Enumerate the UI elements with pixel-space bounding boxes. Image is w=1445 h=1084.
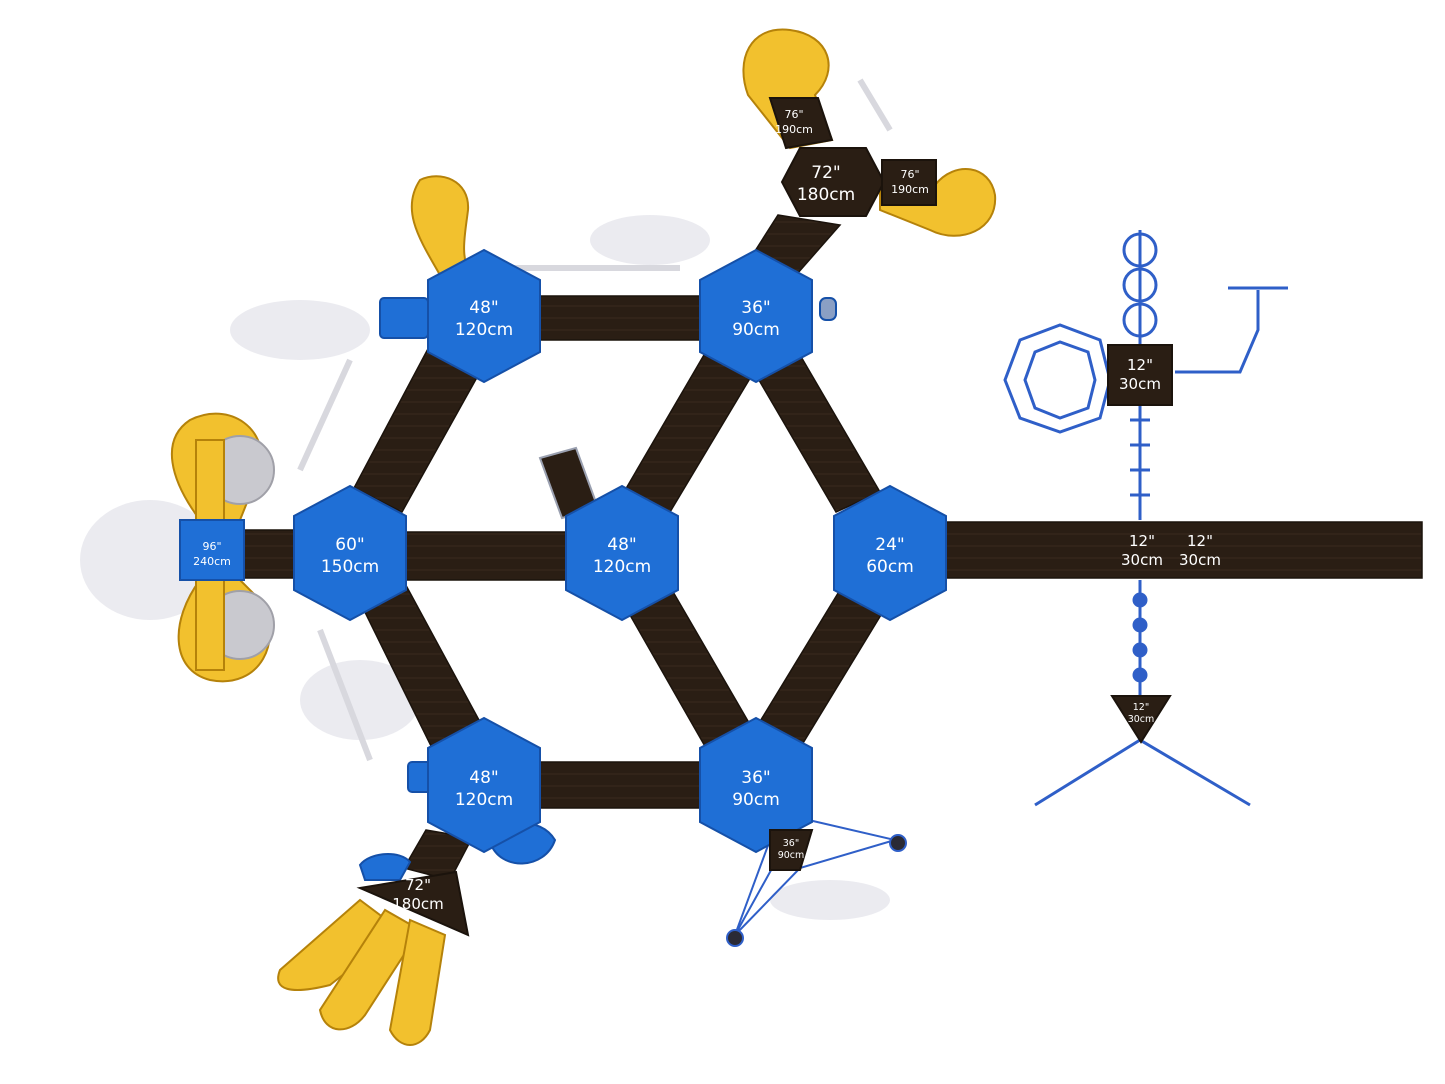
square-right-label-cm: 30cm [1119,375,1161,393]
tower-bottom-label-cm: 180cm [392,895,444,913]
deck-bottom-right-label-cm: 90cm [732,790,780,810]
deck-right-label-cm: 60cm [866,557,914,577]
deck-bottom-right-label-in: 36" [741,768,770,788]
slide-top-b-label-in: 76" [900,168,919,181]
walkway-diag-rbr [754,589,886,749]
deck-bottom-left-label-in: 48" [469,768,498,788]
frame-right [1003,230,1288,807]
slide-top-b-label-cm: 190cm [891,183,929,196]
deck-center-label-in: 48" [607,535,636,555]
deck-top-left-shape [427,248,541,384]
hex-decks [293,248,947,854]
deck-top-right-label-in: 36" [741,298,770,318]
walk-right-a-label-cm: 30cm [1121,551,1163,569]
walkway-right-long [944,521,1423,579]
slide-top-a-label-cm: 190cm [775,123,813,136]
slide-top-a-label-in: 76" [784,108,803,121]
walkway-diag-trc [622,354,754,513]
square-right-label-in: 12" [1127,356,1153,374]
walkway-diag-cbr [624,589,754,749]
slide-top-a-plat [768,97,834,150]
deck-top-right-label-cm: 90cm [732,320,780,340]
deck-right-shape [833,484,947,622]
walk-right-b-label-in: 12" [1187,532,1213,550]
slide-top-left [410,175,472,276]
tower-top-shape [780,147,886,217]
deck-left-label-in: 60" [335,535,364,555]
walk-right-b-label-cm: 30cm [1179,551,1221,569]
slide-top-b-shape [879,168,997,237]
walkway-left-stub [243,529,297,579]
small-bottom-shape [769,829,814,871]
deck-left-shape [293,484,407,622]
tower-top-label-in: 72" [811,163,840,183]
walk-right-a-label-in: 12" [1129,532,1155,550]
platforms [179,97,1173,937]
deck-bottom-left-label-cm: 120cm [455,790,513,810]
small-bottom-label-in: 36" [783,838,799,849]
square-right-shape [1107,344,1173,406]
slide-left-plat [179,519,245,581]
tower-bottom-shape [356,870,470,937]
small-bottom-label-cm: 90cm [778,850,805,861]
slide-bottom-triple [277,898,402,991]
walkways [243,214,1423,881]
walkway-diag-trr [754,354,882,513]
labels-group: 48"120cm36"90cm60"150cm48"120cm24"60cm48… [193,108,1221,913]
tower-top-label-cm: 180cm [797,185,855,205]
triangle-right-label-cm: 30cm [1128,714,1155,725]
deck-left-label-cm: 150cm [321,557,379,577]
walkway-bottom [537,761,701,809]
tower-bottom-label-in: 72" [405,876,431,894]
walkway-top [537,295,701,341]
triangle-right-shape [1110,695,1172,744]
deck-center-label-cm: 120cm [593,557,651,577]
deck-bottom-left-shape [427,716,541,854]
slide-left-label-in: 96" [202,540,221,553]
deck-top-left-label-cm: 120cm [455,320,513,340]
slide-left-label-cm: 240cm [193,555,231,568]
deck-right-label-in: 24" [875,535,904,555]
slide-top-b-plat [881,159,937,206]
triangle-right-label-in: 12" [1133,702,1149,713]
deck-center-shape [565,484,679,622]
deck-top-left-label-in: 48" [469,298,498,318]
deck-top-right-shape [699,248,813,384]
walkway-middle-left [399,531,569,581]
deck-bottom-right-shape [699,716,813,854]
